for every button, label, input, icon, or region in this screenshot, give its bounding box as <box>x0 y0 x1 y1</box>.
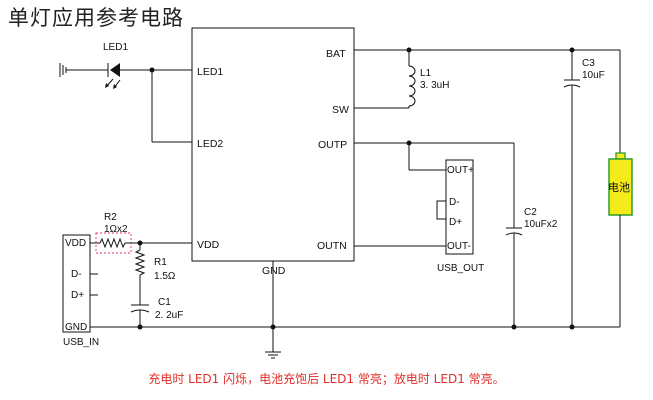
l1-inductor-icon <box>408 65 416 107</box>
r1-name: R1 <box>154 257 167 268</box>
battery-terminal <box>615 152 626 160</box>
c2-name: C2 <box>524 207 537 218</box>
r2-value: 1Ωx2 <box>104 224 128 235</box>
ground-symbol <box>265 351 281 359</box>
usb-in-connector <box>62 234 91 333</box>
led1-ground-symbol <box>59 63 67 77</box>
pin-vdd: VDD <box>197 239 220 251</box>
usb-in-pin-dplus: D+ <box>71 290 84 301</box>
led1-label: LED1 <box>103 42 128 53</box>
usb-out-name: USB_OUT <box>437 263 484 274</box>
usb-out-pin-dplus: D+ <box>449 217 462 228</box>
usb-out-pin-outn: OUT- <box>447 241 471 252</box>
battery-label: 电池 <box>608 181 630 194</box>
c1-value: 2. 2uF <box>155 310 183 321</box>
l1-name: L1 <box>420 68 432 79</box>
pin-led2: LED2 <box>197 138 223 150</box>
pin-led1: LED1 <box>197 66 223 78</box>
usb-out-pin-dminus: D- <box>449 197 460 208</box>
pin-outn: OUTN <box>317 240 347 252</box>
r1-resistor-icon <box>134 249 146 276</box>
pin-outp: OUTP <box>318 139 347 151</box>
usb-in-pin-vdd: VDD <box>65 238 86 249</box>
c3-value: 10uF <box>582 70 605 81</box>
usb-out-pin-outp: OUT+ <box>447 165 474 176</box>
pin-bat: BAT <box>326 48 346 60</box>
r2-name: R2 <box>104 212 117 223</box>
led1-diode-icon <box>105 63 152 89</box>
c1-name: C1 <box>158 297 171 308</box>
r1-value: 1.5Ω <box>154 271 176 282</box>
caption: 充电时 LED1 闪烁，电池充饱后 LED1 常亮；放电时 LED1 常亮。 <box>148 372 505 386</box>
c2-value: 10uFx2 <box>524 219 558 230</box>
l1-value: 3. 3uH <box>420 80 449 91</box>
page-title: 单灯应用参考电路 <box>8 6 184 30</box>
r2-resistor-icon <box>99 237 126 249</box>
c3-name: C3 <box>582 58 595 69</box>
pin-gnd: GND <box>262 265 286 277</box>
usb-in-name: USB_IN <box>63 337 99 348</box>
usb-in-pin-dminus: D- <box>71 269 82 280</box>
usb-out-connector <box>445 159 474 255</box>
usb-in-pin-gnd: GND <box>65 322 87 333</box>
pin-sw: SW <box>332 104 349 116</box>
